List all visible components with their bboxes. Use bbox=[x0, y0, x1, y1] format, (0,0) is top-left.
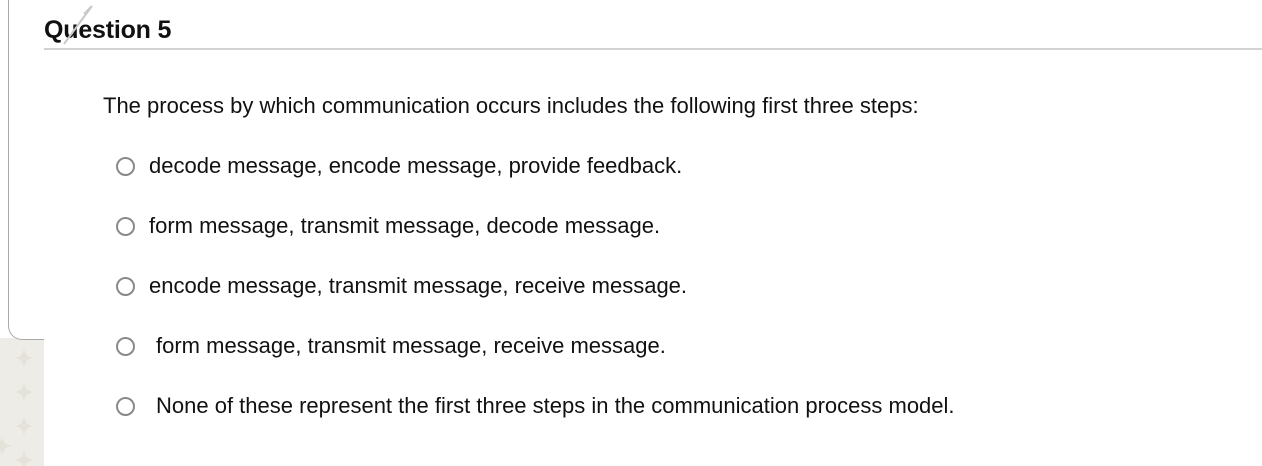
radio-button-icon[interactable] bbox=[116, 396, 135, 416]
four-pointed-star-icon bbox=[14, 450, 34, 466]
answer-option-a[interactable]: decode message, encode message, provide … bbox=[116, 152, 682, 180]
four-pointed-star-icon bbox=[14, 416, 34, 436]
question-prompt: The process by which communication occur… bbox=[103, 93, 919, 118]
radio-button-icon[interactable] bbox=[116, 276, 135, 296]
card-bottom-mask bbox=[44, 330, 1262, 348]
answer-option-b[interactable]: form message, transmit message, decode m… bbox=[116, 212, 660, 240]
answer-option-label: None of these represent the first three … bbox=[156, 393, 955, 418]
four-pointed-star-icon bbox=[14, 382, 34, 402]
decorative-side-strip bbox=[0, 338, 44, 466]
radio-button-icon[interactable] bbox=[116, 336, 135, 356]
answer-option-label: form message, transmit message, receive … bbox=[156, 333, 666, 358]
answer-option-label: encode message, transmit message, receiv… bbox=[149, 273, 688, 298]
four-pointed-star-icon bbox=[14, 348, 34, 368]
four-pointed-star-icon bbox=[0, 436, 12, 456]
answer-option-label: decode message, encode message, provide … bbox=[149, 153, 683, 178]
answer-option-label: form message, transmit message, decode m… bbox=[149, 213, 661, 238]
radio-button-icon[interactable] bbox=[116, 216, 135, 236]
page-title: Question 5 bbox=[44, 16, 172, 44]
radio-button-icon[interactable] bbox=[116, 156, 135, 176]
question-card bbox=[8, 0, 1262, 340]
title-divider bbox=[44, 48, 1262, 50]
answer-option-d[interactable]: form message, transmit message, receive … bbox=[116, 332, 666, 360]
answer-option-c[interactable]: encode message, transmit message, receiv… bbox=[116, 272, 687, 300]
answer-option-e[interactable]: None of these represent the first three … bbox=[116, 392, 955, 420]
